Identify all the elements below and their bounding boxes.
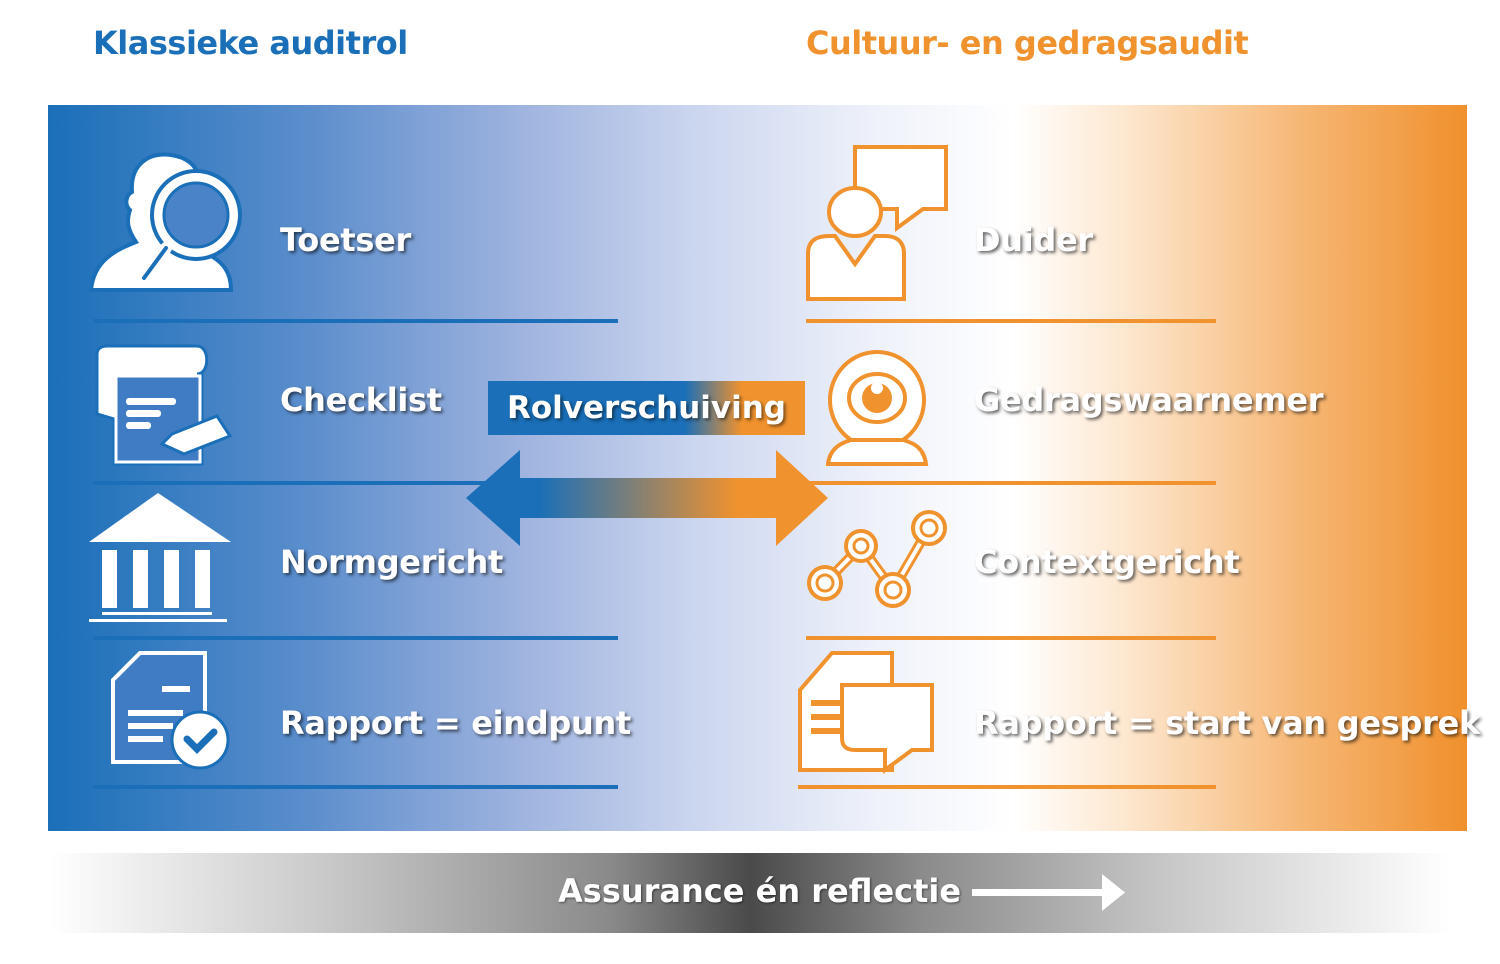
- report-check-icon: [111, 651, 230, 770]
- webcam-observer-icon: [826, 350, 929, 466]
- divider: [806, 319, 1216, 323]
- right-item-label: Contextgericht: [974, 543, 1240, 581]
- divider: [93, 636, 618, 640]
- divider: [798, 785, 1216, 789]
- role-shift-label: Rolverschuiving: [507, 390, 786, 426]
- left-item-label: Checklist: [280, 381, 442, 419]
- connected-nodes-icon: [807, 510, 947, 608]
- left-title: Klassieke auditrol: [93, 24, 408, 62]
- right-arrow-icon: [972, 874, 1125, 911]
- person-speech-icon: [806, 145, 948, 301]
- left-item-label: Toetser: [280, 221, 411, 259]
- left-item-label: Normgericht: [280, 543, 503, 581]
- right-item-label: Duider: [974, 221, 1093, 259]
- divider: [93, 319, 618, 323]
- double-arrow-icon: [466, 450, 828, 546]
- divider: [806, 636, 1216, 640]
- divider: [806, 481, 1216, 485]
- left-item-label: Rapport = eindpunt: [280, 704, 631, 742]
- divider: [93, 481, 618, 485]
- institution-building-icon: [89, 493, 231, 622]
- role-shift-banner: Rolverschuiving: [488, 381, 805, 435]
- divider: [93, 785, 618, 789]
- comparison-panel: [48, 105, 1467, 831]
- right-item-label: Gedragswaarnemer: [974, 381, 1324, 419]
- assurance-label: Assurance én reflectie: [558, 872, 962, 910]
- person-magnifier-icon: [88, 152, 242, 292]
- report-speech-icon: [798, 651, 934, 774]
- right-item-label: Rapport = start van gesprek: [974, 704, 1480, 742]
- right-title: Cultuur- en gedragsaudit: [806, 24, 1249, 62]
- assurance-bar: [50, 853, 1450, 933]
- checklist-scroll-icon: [95, 344, 233, 466]
